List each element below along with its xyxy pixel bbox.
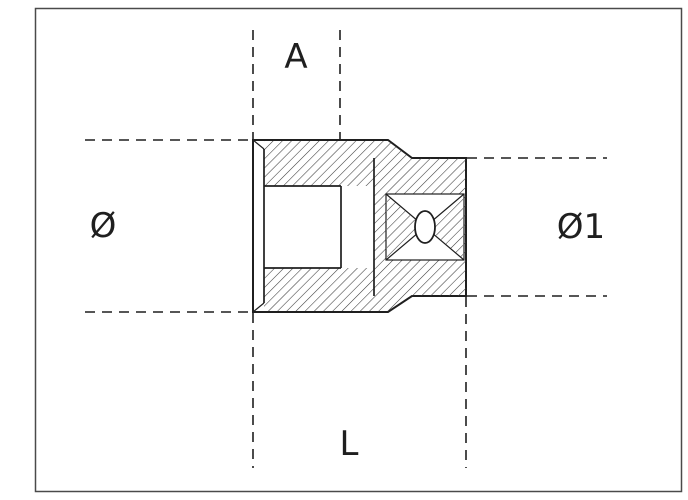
socket-section-view: [252, 139, 467, 313]
hatch-drive-left-facet: [387, 195, 423, 259]
drawing-frame-border: [34, 7, 683, 493]
dimension-label-diameter: Ø: [90, 206, 117, 246]
hatch-bottom-wall: [264, 268, 411, 311]
hatch-drive-right-facet: [427, 195, 463, 259]
dimension-label-length: L: [340, 424, 359, 464]
dimension-label-a: A: [284, 37, 307, 77]
dimension-label-diameter1: Ø1: [557, 207, 605, 247]
entry-chamfer-corners: [252, 139, 265, 313]
ball-retention-hole: [414, 210, 436, 244]
dimension-lines: [85, 30, 607, 468]
hatch-top-wall: [264, 141, 411, 186]
